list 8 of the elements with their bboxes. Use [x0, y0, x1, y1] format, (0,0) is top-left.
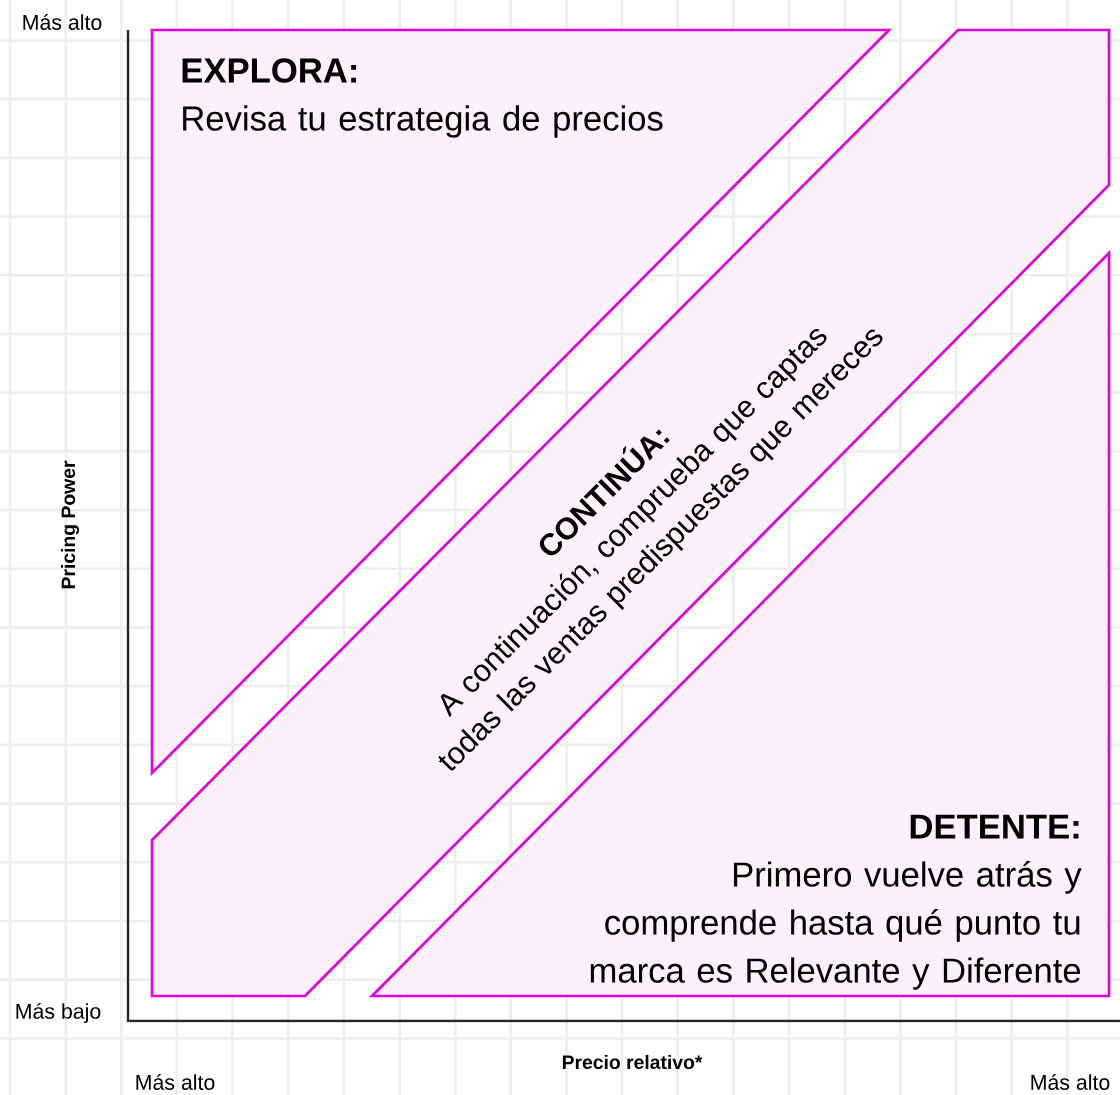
axis-tick-label: Más alto: [1031, 1074, 1110, 1090]
axis-tick-label: Más bajo: [16, 1002, 101, 1024]
axis-tick-label: Más alto: [136, 1074, 215, 1090]
node-label: Primero vuelve atrás y comprende hasta qué punto tu marca es Relevante y Diferente: [590, 860, 1082, 990]
node-label: DETENTE:: [910, 814, 1079, 839]
axis-title: Precio relativo*: [562, 1054, 703, 1070]
axis-tick-label: Más alto: [23, 14, 102, 30]
axis-title: Pricing Power: [60, 460, 80, 589]
